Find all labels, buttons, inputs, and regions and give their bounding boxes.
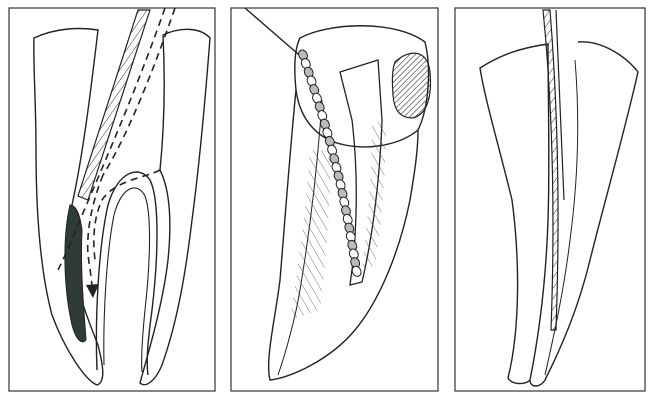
ledge-dark-fill [65,205,86,342]
root-right-outline [530,42,638,386]
panel-left-frame [9,8,215,391]
file-handle-line [245,8,305,60]
tooth-root-outline [269,90,418,380]
enamel-cap [392,53,430,118]
left-root-outline [34,29,103,385]
root-shading [290,150,332,320]
single-root-outline [480,44,549,384]
dashed-curve-outer [94,170,160,260]
furcation-inner [104,188,150,372]
panel-left [9,8,215,391]
straight-file [543,10,558,330]
right-root-outline [140,29,210,384]
canal-shading [362,120,386,270]
panel-middle [231,8,438,391]
panel-right [455,8,645,391]
